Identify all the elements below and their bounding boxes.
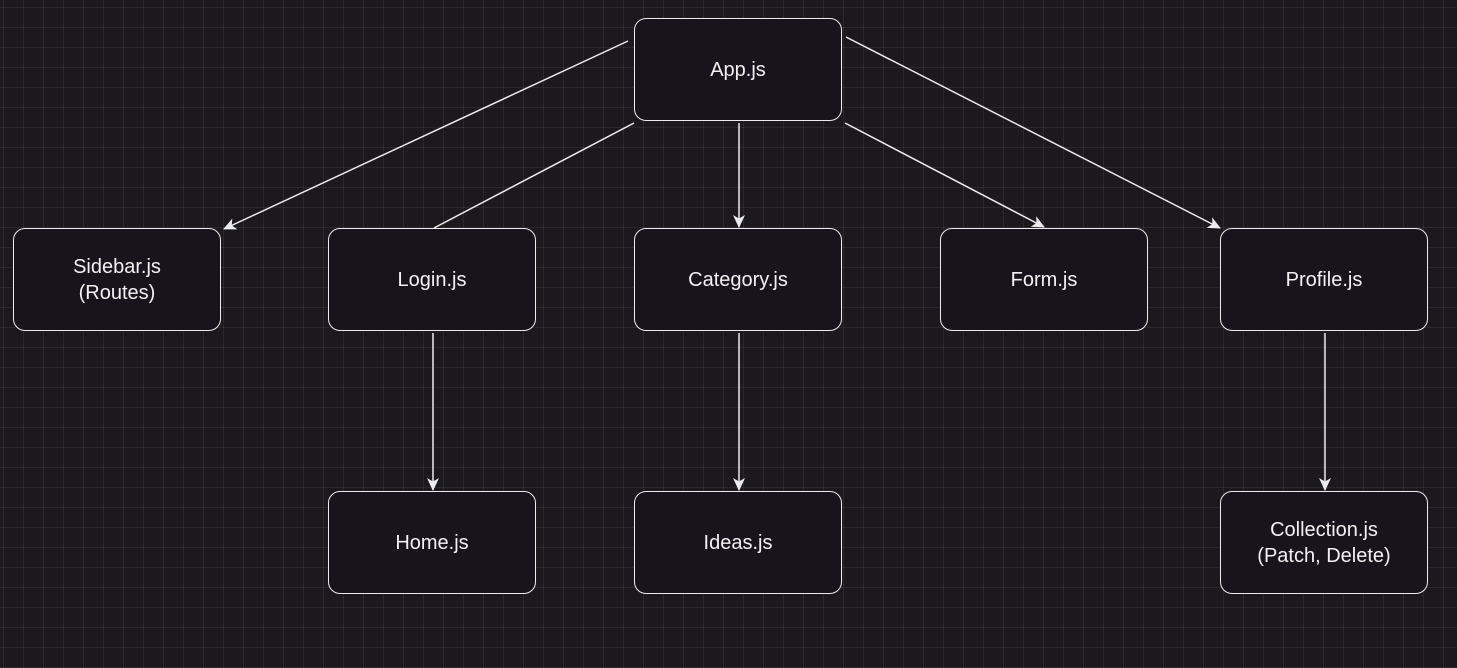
node-ideas[interactable]: Ideas.js — [634, 491, 842, 594]
node-sidebar[interactable]: Sidebar.js (Routes) — [13, 228, 221, 331]
node-login[interactable]: Login.js — [328, 228, 536, 331]
edge-app-form — [844, 122, 1045, 228]
edge-app-sidebar — [223, 40, 629, 230]
node-home[interactable]: Home.js — [328, 491, 536, 594]
edge-app-profile — [845, 36, 1221, 229]
node-app[interactable]: App.js — [634, 18, 842, 121]
node-form[interactable]: Form.js — [940, 228, 1148, 331]
node-collection[interactable]: Collection.js (Patch, Delete) — [1220, 491, 1428, 594]
edge-app-login — [433, 122, 635, 229]
node-profile[interactable]: Profile.js — [1220, 228, 1428, 331]
node-category[interactable]: Category.js — [634, 228, 842, 331]
